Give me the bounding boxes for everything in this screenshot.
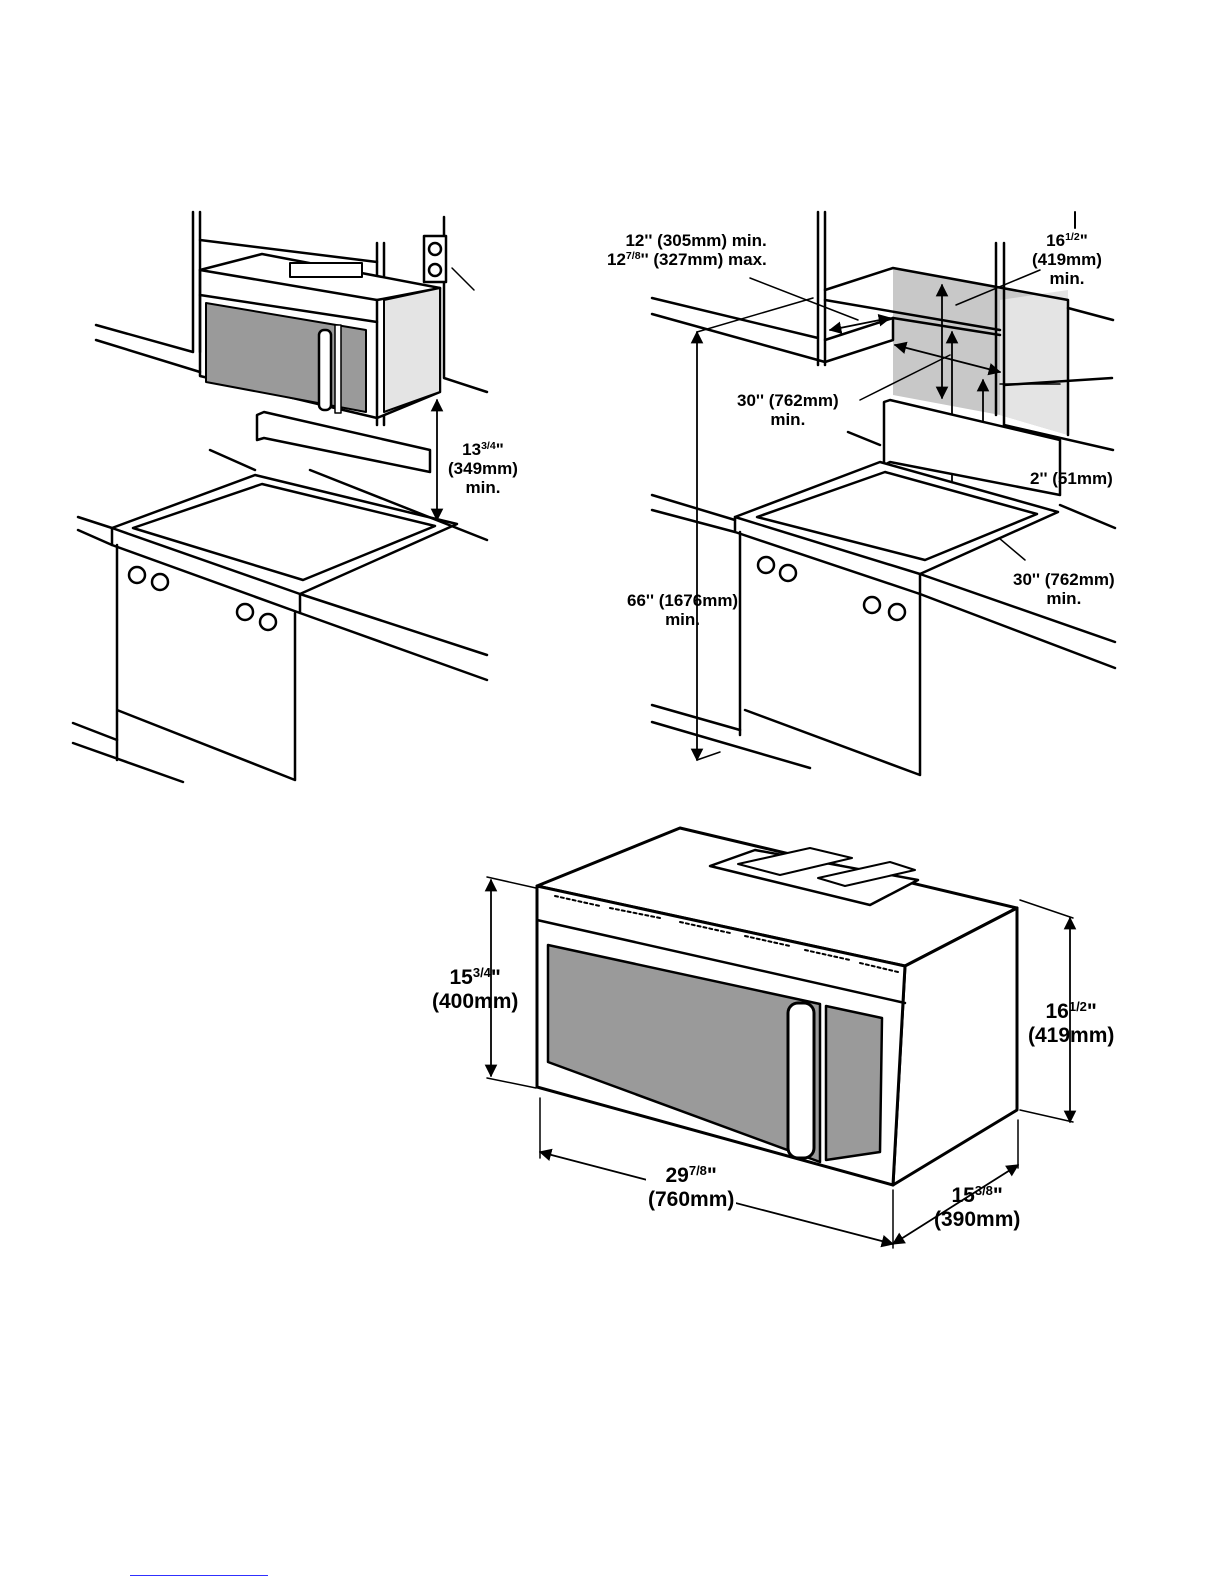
left-cabinet: [96, 212, 200, 352]
left-figure-installed-view: [73, 212, 487, 782]
left-range-backguard: [257, 412, 430, 472]
left-microwave: [200, 254, 440, 418]
cabinet-height-label: 161/2" (419mm) min.: [1032, 231, 1102, 288]
depth-label: 153/8" (390mm): [934, 1184, 1020, 1231]
cabinet-depth-label: 12'' (305mm) min. 127/8'' (327mm) max.: [607, 231, 767, 269]
depth-fraction: 153/8": [951, 1184, 1002, 1207]
cabinet-depth-min: 12'' (305mm) min.: [625, 231, 766, 250]
depth-mm: (390mm): [934, 1208, 1020, 1231]
cabinet-height-mm: (419mm): [1032, 250, 1102, 269]
cabinet-height-fraction: 161/2": [1046, 231, 1088, 250]
floor-height-label: 66'' (1676mm) min.: [627, 591, 738, 629]
floor-height-min: min.: [665, 610, 700, 629]
left-height-label: 133/4" (349mm) min.: [448, 440, 518, 497]
side-height-label: 161/2" (419mm): [1028, 1000, 1114, 1047]
side-height-mm: (419mm): [1028, 1024, 1114, 1047]
bottom-link-rule: [130, 1575, 268, 1576]
width-mm: (760mm): [648, 1188, 734, 1211]
microwave-handle: [788, 1003, 814, 1158]
right-figure-clearance-view: [652, 212, 1115, 775]
left-cabinet-bottom: [96, 340, 200, 372]
left-height-fraction: 133/4": [462, 440, 504, 459]
outlet-icon: [424, 236, 446, 282]
height-30-label: 30'' (762mm) min.: [1013, 570, 1115, 608]
cabinet-depth-max: 127/8'' (327mm) max.: [607, 250, 767, 269]
front-height-label: 153/4" (400mm): [432, 966, 518, 1013]
width-fraction: 297/8": [665, 1164, 716, 1187]
gap-2-label: 2'' (51mm): [1030, 469, 1113, 488]
side-height-fraction: 161/2": [1045, 1000, 1096, 1023]
height-30-min: min.: [1046, 589, 1081, 608]
width-30-min: min.: [770, 410, 805, 429]
left-height-min: min.: [465, 478, 500, 497]
cabinet-height-min: min.: [1049, 269, 1084, 288]
front-height-mm: (400mm): [432, 990, 518, 1013]
width-30-label: 30'' (762mm) min.: [737, 391, 839, 429]
left-microwave-handle: [319, 330, 331, 410]
left-height-mm: (349mm): [448, 459, 518, 478]
width-label: 297/8" (760mm): [646, 1164, 736, 1211]
front-height-fraction: 153/4": [449, 966, 500, 989]
